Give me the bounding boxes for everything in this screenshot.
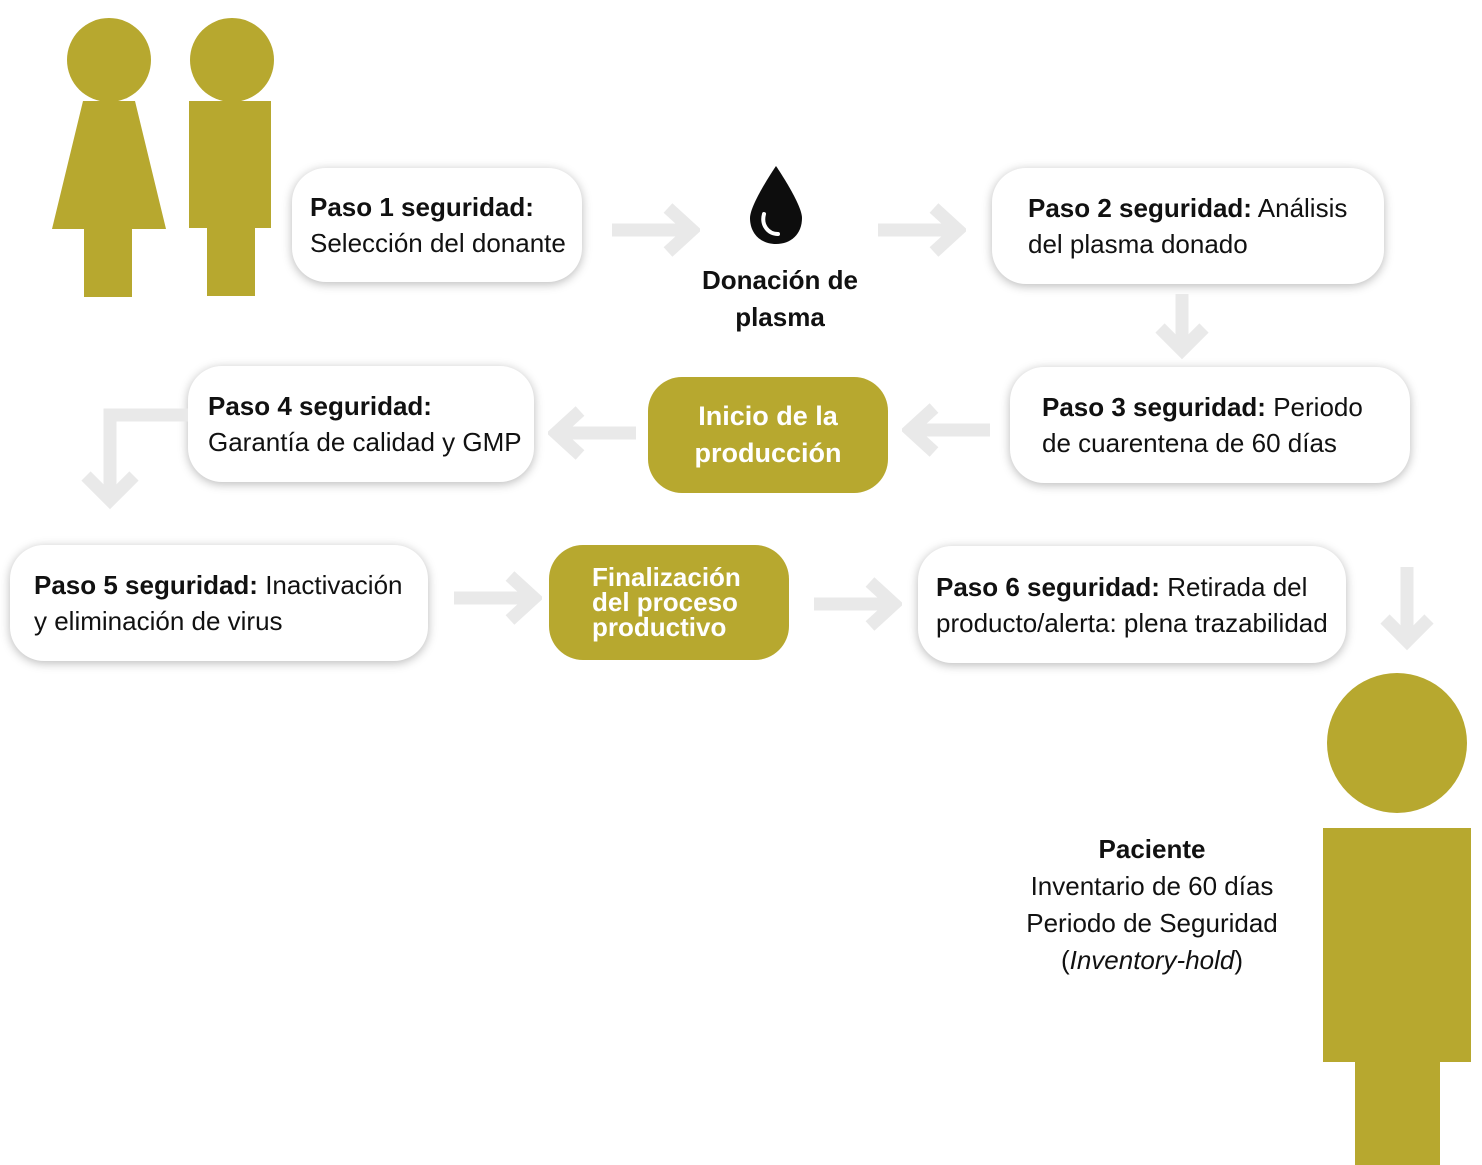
step-3-box: Paso 3 seguridad: Periodo de cuarentena … [1010,367,1410,483]
step-6-line-2: producto/alerta: plena trazabilidad [936,607,1328,638]
female-donor-body [52,101,166,297]
donation-label-line-1: Donación de [701,265,858,295]
arrow-left-1 [902,403,990,457]
step-3-line-1: Paso 3 seguridad: Periodo [1042,389,1410,425]
production-start-box: Inicio de la producción [648,377,888,493]
step-4-box: Paso 4 seguridad: Garantía de calidad y … [188,366,534,482]
arrow-elbow-down [81,408,188,510]
male-donor-torso [189,101,271,228]
production-start-line-2: producción [694,438,842,468]
donation-label: Donación de plasma [680,262,880,336]
step-1-box: Paso 1 seguridad: Selección del donante [292,168,582,282]
step-3-text-1: Periodo [1273,392,1363,422]
step-5-box: Paso 5 seguridad: Inactivación y elimina… [10,545,428,661]
production-end-box: Finalización del proceso productivo [549,545,789,660]
step-5-text-1: Inactivación [265,570,403,600]
production-end-line-1: Finalización [592,562,741,592]
arrow-down-2 [1380,567,1434,651]
step-2-line-2: del plasma donado [1028,229,1248,259]
step-6-text-1: Retirada del [1167,571,1308,602]
production-start-line-1: Inicio de la [698,401,838,431]
production-end-line-2: del proceso [592,587,738,617]
step-1-line-2: Selección del donante [310,228,566,258]
step-3-title: Paso 3 seguridad: [1042,392,1266,422]
patient-line-1: Inventario de 60 días [1030,871,1274,901]
arrow-right-2 [878,203,966,257]
arrow-right-3 [454,571,542,625]
step-4-line-2: Garantía de calidad y GMP [208,427,522,457]
step-6-line-1: Paso 6 seguridad: Retirada del [936,569,1346,605]
donation-label-line-2: plasma [735,302,825,332]
arrow-left-2 [548,406,636,460]
patient-legs [1355,1060,1440,1165]
step-4-title: Paso 4 seguridad: [208,391,432,421]
patient-torso [1323,828,1471,1062]
production-end-line-3: productivo [592,612,727,642]
step-6-box: Paso 6 seguridad: Retirada del producto/… [918,546,1346,663]
patient-title: Paciente [1098,834,1206,864]
step-5-line-1: Paso 5 seguridad: Inactivación [34,567,428,603]
patient-italic: Inventory-hold [1069,945,1235,975]
step-1-line-1: Paso 1 seguridad: [310,189,582,225]
step-5-line-2: y eliminación de virus [34,606,283,636]
patient-line-3: (Inventory-hold) [1010,942,1294,979]
plasma-drop-icon [750,166,802,244]
step-1-title: Paso 1 seguridad: [310,192,534,222]
step-2-title: Paso 2 seguridad: [1028,193,1252,223]
arrow-right-1 [612,203,700,257]
step-3-line-2: de cuarentena de 60 días [1042,428,1337,458]
step-2-line-1: Paso 2 seguridad: Análisis [1028,190,1384,226]
step-4-line-1: Paso 4 seguridad: [208,388,534,424]
step-6-title: Paso 6 seguridad: [936,571,1160,602]
male-donor-head [190,18,274,102]
patient-line-2: Periodo de Seguridad [1026,908,1278,938]
step-2-box: Paso 2 seguridad: Análisis del plasma do… [992,168,1384,284]
arrow-down-1 [1155,294,1209,360]
arrow-right-4 [814,577,902,631]
patient-head [1327,673,1467,813]
patient-close-paren: ) [1234,945,1244,975]
step-2-text-1: Análisis [1257,193,1348,223]
step-5-title: Paso 5 seguridad: [34,570,258,600]
female-donor-head [67,18,151,102]
patient-label: Paciente Inventario de 60 días Periodo d… [1010,831,1294,979]
male-donor-legs [207,227,255,296]
patient-open-paren: ( [1060,945,1070,975]
